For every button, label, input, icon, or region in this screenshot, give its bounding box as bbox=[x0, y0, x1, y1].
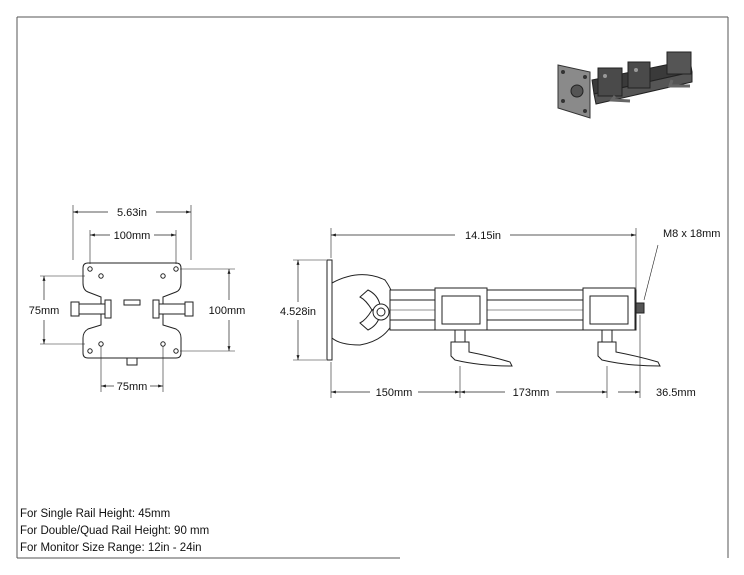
page-frame bbox=[16, 16, 729, 559]
note-monitor-size-range: For Monitor Size Range: 12in - 24in bbox=[20, 542, 202, 554]
dim-front-width: 5.63in bbox=[117, 207, 147, 219]
side-view-arm bbox=[326, 259, 661, 367]
dim-front-hole-bottom: 75mm bbox=[117, 381, 148, 393]
front-view-plate bbox=[70, 262, 194, 366]
dim-side-seg-1: 150mm bbox=[376, 387, 413, 399]
side-dimension-lines bbox=[296, 233, 640, 394]
note-single-rail-height: For Single Rail Height: 45mm bbox=[20, 508, 171, 520]
dim-front-hole-top: 100mm bbox=[114, 230, 151, 242]
product-render-image bbox=[557, 51, 693, 119]
dim-side-height: 4.528in bbox=[280, 306, 316, 318]
dim-front-hole-left: 75mm bbox=[29, 305, 60, 317]
dim-side-seg-3: 36.5mm bbox=[656, 387, 696, 399]
front-dimension-lines bbox=[42, 210, 231, 388]
dim-side-length: 14.15in bbox=[465, 230, 501, 242]
dim-front-hole-right: 100mm bbox=[209, 305, 246, 317]
note-double-quad-rail-height: For Double/Quad Rail Height: 90 mm bbox=[20, 525, 210, 537]
dim-side-seg-2: 173mm bbox=[513, 387, 550, 399]
side-extension-lines bbox=[293, 228, 659, 398]
dim-side-bolt: M8 x 18mm bbox=[663, 228, 720, 240]
